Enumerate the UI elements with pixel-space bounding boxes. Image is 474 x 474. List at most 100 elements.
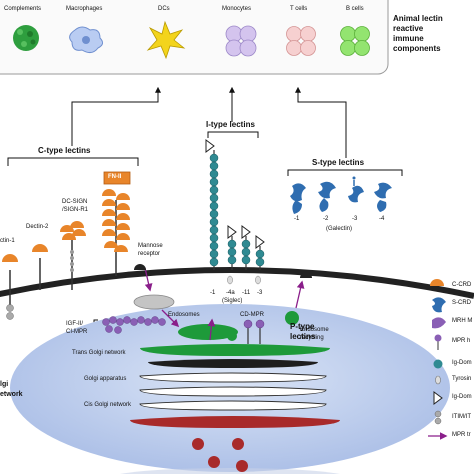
galectin-1	[290, 183, 306, 214]
box-title-line1: Animal lectin	[393, 14, 443, 23]
i-type-title: I-type lectins	[206, 120, 255, 129]
siglec-3	[255, 235, 265, 285]
galectin-num-2: -2	[323, 216, 329, 222]
label-golgi-apparatus: Golgi apparatus	[84, 376, 127, 382]
monocyte-icon	[225, 25, 257, 57]
label-mannose: Mannose receptor	[138, 242, 163, 258]
siglec1-ig-bead	[209, 185, 219, 195]
label-dcs: DCs	[158, 6, 170, 12]
macrophage-icon	[69, 26, 104, 54]
siglec1-ig-bead	[209, 153, 219, 163]
legend-ig-dom-v: Ig-Dom	[452, 394, 472, 400]
siglec-num-4a: -4a	[226, 290, 235, 296]
membrane-receptor	[300, 272, 312, 278]
ci-mpr	[102, 316, 166, 334]
siglec-num-11: -11	[242, 290, 251, 296]
label-b-cells: B cells	[346, 6, 364, 12]
label-monocytes: Monocytes	[222, 6, 252, 12]
siglec1-ig-bead	[209, 201, 219, 211]
label-trans-golgi: Trans Golgi network	[72, 350, 126, 356]
box-title: Animal lectin reactive immune components	[393, 14, 443, 54]
siglec1-ig-bead	[209, 241, 219, 251]
siglec1-ig-bead	[209, 217, 219, 227]
siglec1-ig-bead	[209, 169, 219, 179]
itim-icon	[434, 410, 442, 425]
mpr-icon	[434, 334, 442, 350]
label-igf-2: CI-MPR	[66, 329, 88, 335]
siglec1-ig-bead	[209, 257, 219, 267]
dendritic-cell-icon	[146, 20, 186, 60]
dectin1-receptor	[2, 254, 18, 320]
legend-ig-dom: Ig-Dom	[452, 360, 472, 366]
golgi-stacks	[130, 344, 340, 428]
p-type-title: P-type lectins	[290, 322, 315, 342]
siglec1-ig-bead	[209, 209, 219, 219]
label-left-golgi-1: lgi	[0, 381, 9, 388]
immune-components-box	[0, 0, 389, 75]
siglec-4a	[227, 225, 237, 285]
galectin-3	[348, 176, 364, 203]
label-dc-sign: DC-SIGN /SIGN-R1	[62, 198, 88, 214]
label-mannose-2: receptor	[138, 251, 161, 257]
legend-icons	[428, 279, 448, 440]
b-cell-icon	[340, 26, 370, 56]
s-crd-icon	[432, 297, 446, 313]
legend-mpr-trafficking: MPR tr	[452, 432, 471, 438]
s-type-title: S-type lectins	[312, 158, 365, 167]
c-crd-icon	[430, 279, 444, 286]
box-title-line2: reactive	[393, 24, 424, 33]
ig-domain-icon	[433, 359, 443, 369]
legend-mrh: MRH M	[452, 318, 473, 324]
dc-sign-receptor	[60, 221, 86, 290]
siglec1-ig-bead	[209, 249, 219, 259]
complement-icon	[13, 25, 39, 51]
box-title-line4: components	[393, 44, 441, 53]
p-type-line2: lectins	[290, 332, 316, 341]
label-mannose-1: Mannose	[138, 243, 163, 249]
cd-mpr	[243, 319, 265, 344]
siglec-11	[241, 225, 251, 270]
recycling-endosome	[285, 311, 299, 325]
galectin-4	[374, 182, 392, 212]
galectin-num-4: -4	[379, 216, 385, 222]
label-dc-sign-2: /SIGN-R1	[62, 207, 89, 213]
label-recycling: Endosome recycling	[300, 326, 329, 342]
p-type-line1: P-type	[290, 322, 315, 331]
siglec1-ig-bead	[209, 225, 219, 235]
label-complements: Complements	[4, 6, 42, 12]
ig-domain-v-icon	[433, 391, 443, 405]
label-igf-1: IGF-II/	[66, 321, 83, 327]
siglec1-ig-bead	[209, 161, 219, 171]
siglec1-ig-bead	[209, 193, 219, 203]
galectin-num-3: -3	[352, 216, 358, 222]
galectin-num-1: -1	[294, 216, 300, 222]
legend-tyrosine: Tyrosin	[452, 376, 472, 382]
label-left-golgi-2: etwork	[0, 391, 23, 398]
galectin-label: (Galectin)	[326, 226, 353, 232]
siglec1-ig-bead	[209, 177, 219, 187]
legend-itim: ITIM/IT	[452, 414, 471, 420]
mannose-anchor	[134, 264, 146, 270]
label-dc-sign-1: DC-SIGN	[62, 199, 88, 205]
mannose-receptor	[102, 189, 130, 276]
label-cdmpr: CD-MPR	[240, 312, 264, 318]
mrh-icon	[432, 317, 446, 329]
siglec-num-3: -3	[257, 290, 263, 296]
label-dectin1: ctin-1	[0, 238, 15, 244]
c-type-title: C-type lectins	[38, 146, 91, 155]
legend-c-crd: C-CRD	[452, 282, 472, 288]
label-recycling-1: Endosome	[300, 327, 329, 333]
siglec-label: (Siglec)	[222, 298, 243, 304]
green-vesicle	[178, 324, 238, 340]
endosome-shape	[133, 294, 175, 310]
cell-membrane	[0, 267, 474, 299]
galectin-2	[318, 181, 336, 212]
tyrosine-icon	[435, 375, 441, 385]
label-recycling-2: recycling	[300, 335, 324, 341]
fn2-box	[103, 171, 131, 185]
label-t-cells: T cells	[290, 6, 308, 12]
label-left-golgi: lgi etwork	[0, 380, 23, 400]
siglec-num-1: -1	[210, 290, 216, 296]
siglec1-ig-bead	[209, 233, 219, 243]
